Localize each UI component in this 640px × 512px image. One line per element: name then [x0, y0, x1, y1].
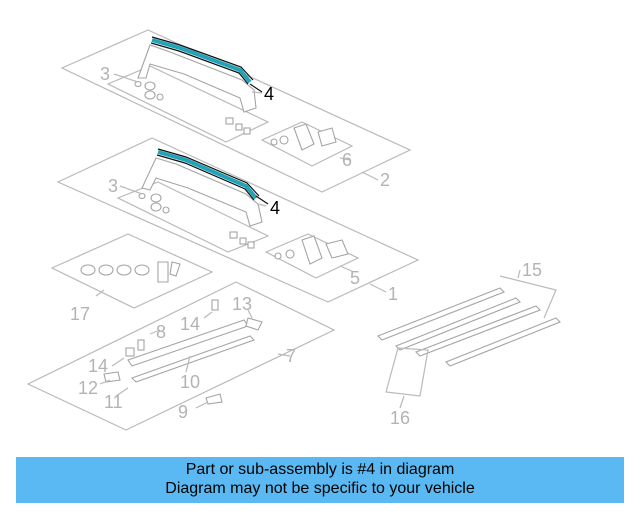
subpanel-6 [260, 121, 354, 167]
callout-4-upper: 4 [264, 84, 274, 104]
rail-panel-7-group [26, 281, 336, 431]
callout-15-bracket [499, 275, 557, 319]
assembly-2-panel [60, 29, 412, 193]
callout-1: 1 [388, 284, 398, 304]
callout-8: 8 [156, 322, 166, 342]
callout-9: 9 [178, 402, 188, 422]
roof-rail-upper [137, 44, 257, 113]
banner-line-2: Diagram may not be specific to your vehi… [165, 480, 475, 497]
callout-4-lower: 4 [270, 198, 280, 218]
side-molding-group [377, 275, 561, 397]
rail-hardware-7 [103, 299, 263, 405]
callout-5: 5 [350, 268, 360, 288]
side-molding-middle [395, 297, 521, 351]
side-molding-lower [415, 305, 541, 357]
callout-11: 11 [104, 392, 123, 412]
subpanel-5 [264, 233, 360, 279]
leader-lines [95, 73, 521, 409]
arrow-lines-4 [249, 83, 269, 205]
callout-7: 7 [286, 346, 296, 366]
callout-6: 6 [342, 150, 352, 170]
callout-3-lower: 3 [108, 176, 118, 196]
clip-panel-17-group [50, 233, 214, 309]
rail-panel-7 [26, 281, 336, 431]
banner-line-1: Part or sub-assembly is #4 in diagram [185, 461, 455, 478]
assembly-2-inner-panel [106, 65, 270, 143]
hardware-parts-upper [134, 80, 251, 135]
side-molding-upper [377, 287, 505, 341]
callout-16: 16 [390, 408, 410, 428]
roof-rail-molding-upper [151, 38, 252, 84]
callout-16-bracket [385, 347, 429, 397]
clip-panel-17 [50, 233, 214, 309]
bracket-parts-6 [270, 123, 337, 151]
callout-14-lower: 14 [88, 356, 108, 376]
side-molding-bottom [445, 317, 561, 367]
callout-12: 12 [78, 378, 98, 398]
bracket-parts-5 [274, 235, 349, 265]
side-rail-inner [130, 335, 256, 383]
callout-3-upper: 3 [100, 64, 110, 84]
assembly-1-group [56, 137, 420, 303]
callout-15: 15 [522, 260, 542, 280]
callout-2: 2 [380, 170, 390, 190]
info-banner: Part or sub-assembly is #4 in diagram Di… [16, 457, 624, 503]
roof-rail-molding-lower [157, 150, 258, 200]
assembly-1-panel [56, 137, 420, 303]
roof-rail-lower [141, 157, 263, 227]
callout-10: 10 [180, 372, 200, 392]
callout-14-upper: 14 [180, 314, 200, 334]
callout-17: 17 [70, 304, 90, 324]
callout-13: 13 [232, 294, 252, 314]
assembly-2-group [60, 29, 412, 193]
clip-parts-17 [80, 261, 181, 283]
